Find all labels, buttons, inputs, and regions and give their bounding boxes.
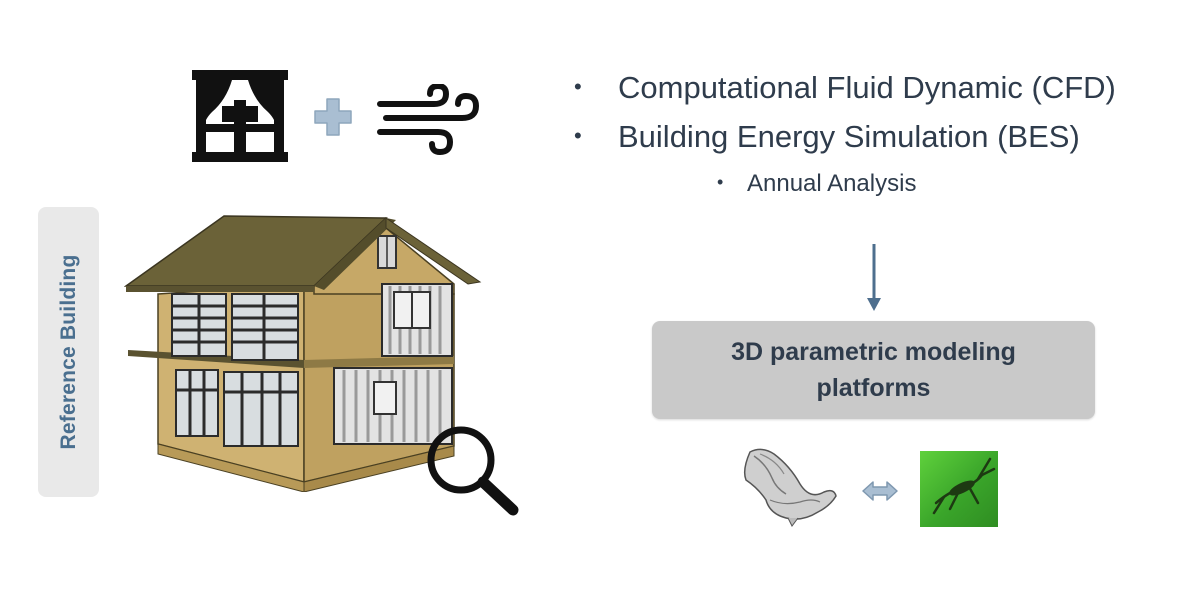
parametric-platforms-text: 3D parametric modeling platforms bbox=[724, 334, 1024, 406]
grasshopper-icon bbox=[932, 457, 996, 515]
box-line-1: 3D parametric modeling bbox=[731, 338, 1016, 366]
double-arrow-icon bbox=[862, 481, 898, 501]
grasshopper-logo bbox=[920, 451, 998, 527]
reference-building-label: Reference Building bbox=[56, 254, 80, 450]
bullet-text: Building Energy Simulation (BES) bbox=[618, 119, 1080, 154]
bullet-text: Computational Fluid Dynamic (CFD) bbox=[618, 70, 1116, 105]
bullet-annual-analysis: • Annual Analysis bbox=[717, 170, 916, 198]
bullet-dot: • bbox=[717, 172, 724, 192]
rhino-logo bbox=[743, 448, 837, 527]
bullet-cfd: • Computational Fluid Dynamic (CFD) bbox=[574, 70, 1116, 106]
box-line-2: platforms bbox=[816, 374, 931, 402]
bullet-dot: • bbox=[574, 74, 582, 99]
bullet-text: Annual Analysis bbox=[747, 170, 917, 197]
wind-icon bbox=[377, 84, 480, 156]
reference-building-tab: Reference Building bbox=[38, 207, 99, 497]
house-illustration bbox=[124, 215, 482, 492]
bullet-bes: • Building Energy Simulation (BES) bbox=[574, 119, 1080, 155]
magnifier-icon bbox=[427, 426, 519, 516]
window-curtain-icon bbox=[192, 70, 288, 162]
bullet-dot: • bbox=[574, 123, 582, 148]
arrow-down-icon bbox=[867, 244, 881, 311]
parametric-platforms-box: 3D parametric modeling platforms bbox=[652, 321, 1095, 419]
plus-icon bbox=[314, 98, 352, 136]
